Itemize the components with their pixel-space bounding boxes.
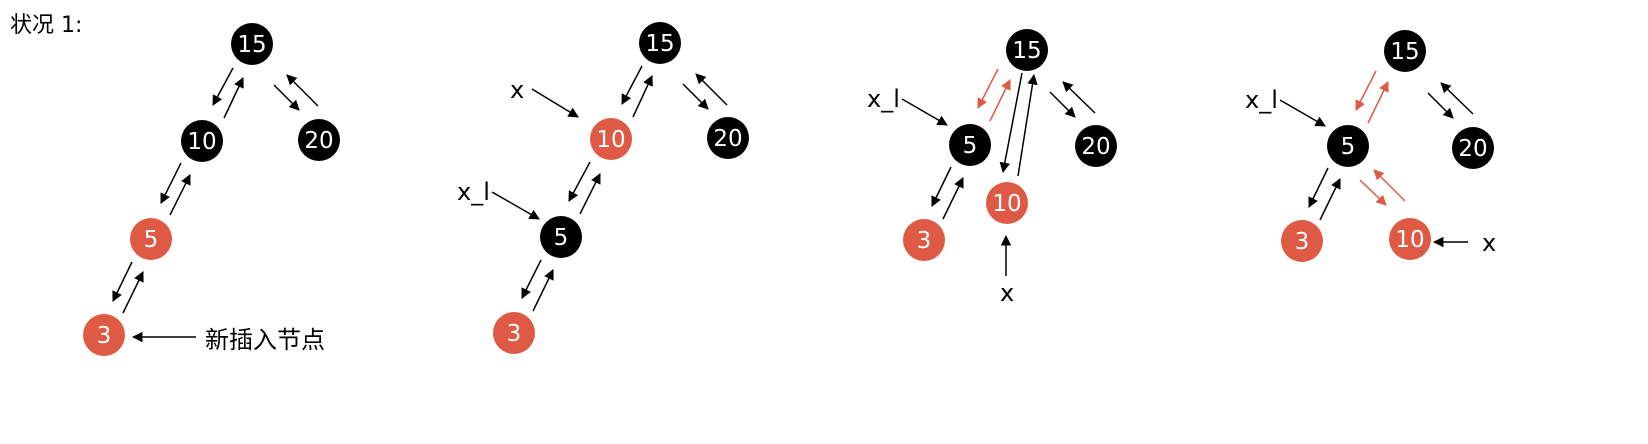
- tree-node: 20: [1075, 125, 1117, 167]
- edge-5-3: [112, 261, 144, 314]
- tree-node: 5: [949, 124, 991, 166]
- tree-node: 15: [1006, 29, 1048, 71]
- tree-node: 10: [1389, 218, 1431, 260]
- panel-3: 15 5 20 10 3 x_l x: [867, 29, 1117, 307]
- tree-node: 10: [590, 118, 632, 160]
- xl-pointer-arrow: [491, 191, 540, 220]
- tree-node: 3: [83, 314, 125, 356]
- xl-label: x_l: [867, 85, 900, 113]
- tree-node: 20: [1452, 127, 1494, 169]
- tree-node: 15: [1384, 30, 1426, 72]
- tree-node: 3: [493, 312, 535, 354]
- tree-node: 15: [639, 22, 681, 64]
- edge-5-10: [1359, 169, 1406, 206]
- tree-node: 5: [1327, 125, 1369, 167]
- edge-10-5: [160, 162, 191, 216]
- svg-text:5: 5: [963, 133, 978, 159]
- edge-15-5: [977, 68, 1011, 122]
- xl-label: x_l: [1245, 86, 1278, 114]
- svg-text:15: 15: [1390, 39, 1419, 65]
- tree-node: 3: [903, 219, 945, 261]
- x-label: x: [510, 76, 524, 104]
- svg-text:10: 10: [992, 191, 1021, 217]
- x-label: x: [1000, 279, 1014, 307]
- svg-text:3: 3: [97, 323, 112, 349]
- x-label: x: [1482, 229, 1496, 257]
- svg-text:10: 10: [596, 127, 625, 153]
- new-node-label: 新插入节点: [205, 326, 325, 354]
- panel-2: 15 10 20 5 3 x x_l: [457, 22, 749, 354]
- svg-text:3: 3: [1295, 229, 1310, 255]
- x-pointer-arrow: [531, 88, 579, 118]
- edge-15-20: [1427, 82, 1474, 119]
- tree-node: 15: [231, 23, 273, 65]
- svg-text:15: 15: [645, 31, 674, 57]
- tree-node: 20: [298, 119, 340, 161]
- svg-text:10: 10: [187, 129, 216, 155]
- svg-text:20: 20: [713, 126, 742, 152]
- xl-pointer-arrow: [901, 98, 948, 126]
- xl-label: x_l: [457, 178, 490, 206]
- svg-text:20: 20: [1081, 134, 1110, 160]
- panel-4: 15 5 20 3 10 x_l x: [1245, 30, 1496, 262]
- svg-text:10: 10: [1395, 227, 1424, 253]
- tree-node: 10: [986, 182, 1028, 224]
- tree-node: 5: [130, 218, 172, 260]
- svg-text:20: 20: [1458, 136, 1487, 162]
- svg-text:5: 5: [144, 227, 159, 253]
- svg-text:15: 15: [237, 32, 266, 58]
- case-title: 状况 1:: [10, 13, 82, 38]
- edge-15-10: [999, 72, 1038, 177]
- svg-text:5: 5: [1341, 134, 1356, 160]
- edge-15-10: [212, 67, 244, 119]
- tree-node: 10: [181, 120, 223, 162]
- edge-5-3: [1308, 167, 1341, 221]
- edge-15-10: [621, 65, 653, 118]
- svg-text:3: 3: [507, 321, 522, 347]
- tree-node: 20: [707, 117, 749, 159]
- svg-text:20: 20: [304, 128, 333, 154]
- edge-15-20: [1049, 81, 1096, 118]
- tree-node: 3: [1281, 220, 1323, 262]
- edge-10-5: [568, 161, 601, 215]
- svg-text:5: 5: [554, 225, 569, 251]
- edge-5-3: [521, 259, 554, 312]
- xl-pointer-arrow: [1279, 99, 1326, 127]
- panel-1: 15 10 20 5 3 新插入节点: [83, 23, 340, 356]
- edge-15-20: [682, 73, 728, 110]
- svg-text:15: 15: [1012, 38, 1041, 64]
- edge-15-5: [1355, 70, 1389, 124]
- edge-15-20: [273, 74, 319, 111]
- svg-text:3: 3: [917, 228, 932, 254]
- tree-node: 5: [540, 216, 582, 258]
- edge-5-3: [931, 166, 964, 220]
